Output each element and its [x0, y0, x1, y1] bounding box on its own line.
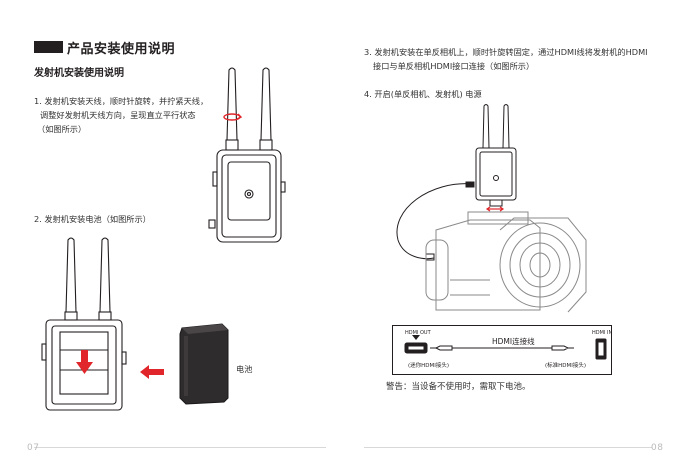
- battery-warning: 警告：当设备不使用时，需取下电池。: [386, 382, 531, 392]
- battery-icon: [179, 323, 229, 405]
- step-3-line-2: 接口与单反相机HDMI接口连接（如图所示）: [373, 61, 535, 71]
- hdmi-diagram-box: [392, 325, 612, 375]
- left-footer-rule: [34, 447, 326, 448]
- step-3-text: 3. 发射机安装在单反相机上，顺时针旋转固定，通过HDMI线将发射机的HDMI …: [364, 45, 648, 73]
- battery-label: 电池: [236, 364, 253, 374]
- hdmi-cable-label: HDMI连接线: [492, 337, 535, 346]
- step-2-text: 2. 发射机安装电池（如图所示）: [34, 214, 151, 224]
- hdmi-in-label: HDMI IN: [592, 330, 613, 336]
- step-4-text: 4. 开启(单反相机、发射机) 电源: [364, 89, 482, 99]
- hdmi-out-label: HDMI OUT: [405, 330, 431, 336]
- transmitter-battery-slot-illustration: [41, 237, 127, 411]
- hdmi-left-caption: (迷你HDMI接头): [408, 363, 450, 369]
- title-block-marker: [34, 41, 63, 53]
- insert-arrow-icon: [140, 365, 164, 379]
- page-title: 产品安装使用说明: [67, 42, 176, 57]
- hdmi-cable-diagram: [404, 335, 607, 360]
- step-1-line-3: （如图所示）: [37, 124, 87, 134]
- camera-with-transmitter-illustration: [396, 104, 587, 313]
- step-1-text: 1. 发射机安装天线，顺时针旋转，并拧紧天线， 调整好发射机天线方向，呈现直立平…: [34, 94, 208, 136]
- section-subtitle: 发射机安装使用说明: [34, 68, 124, 79]
- page-number-left: 07: [27, 443, 40, 453]
- step-3-line-1: 3. 发射机安装在单反相机上，顺时针旋转固定，通过HDMI线将发射机的HDMI: [364, 47, 648, 57]
- page-number-right: 08: [651, 443, 664, 453]
- transmitter-antenna-illustration: [208, 67, 286, 243]
- step-1-line-1: 1. 发射机安装天线，顺时针旋转，并拧紧天线，: [34, 96, 209, 106]
- step-1-line-2: 调整好发射机天线方向，呈现直立平行状态: [40, 110, 196, 120]
- right-footer-rule: [364, 447, 652, 448]
- hdmi-right-caption: (标准HDMI接头): [545, 363, 587, 369]
